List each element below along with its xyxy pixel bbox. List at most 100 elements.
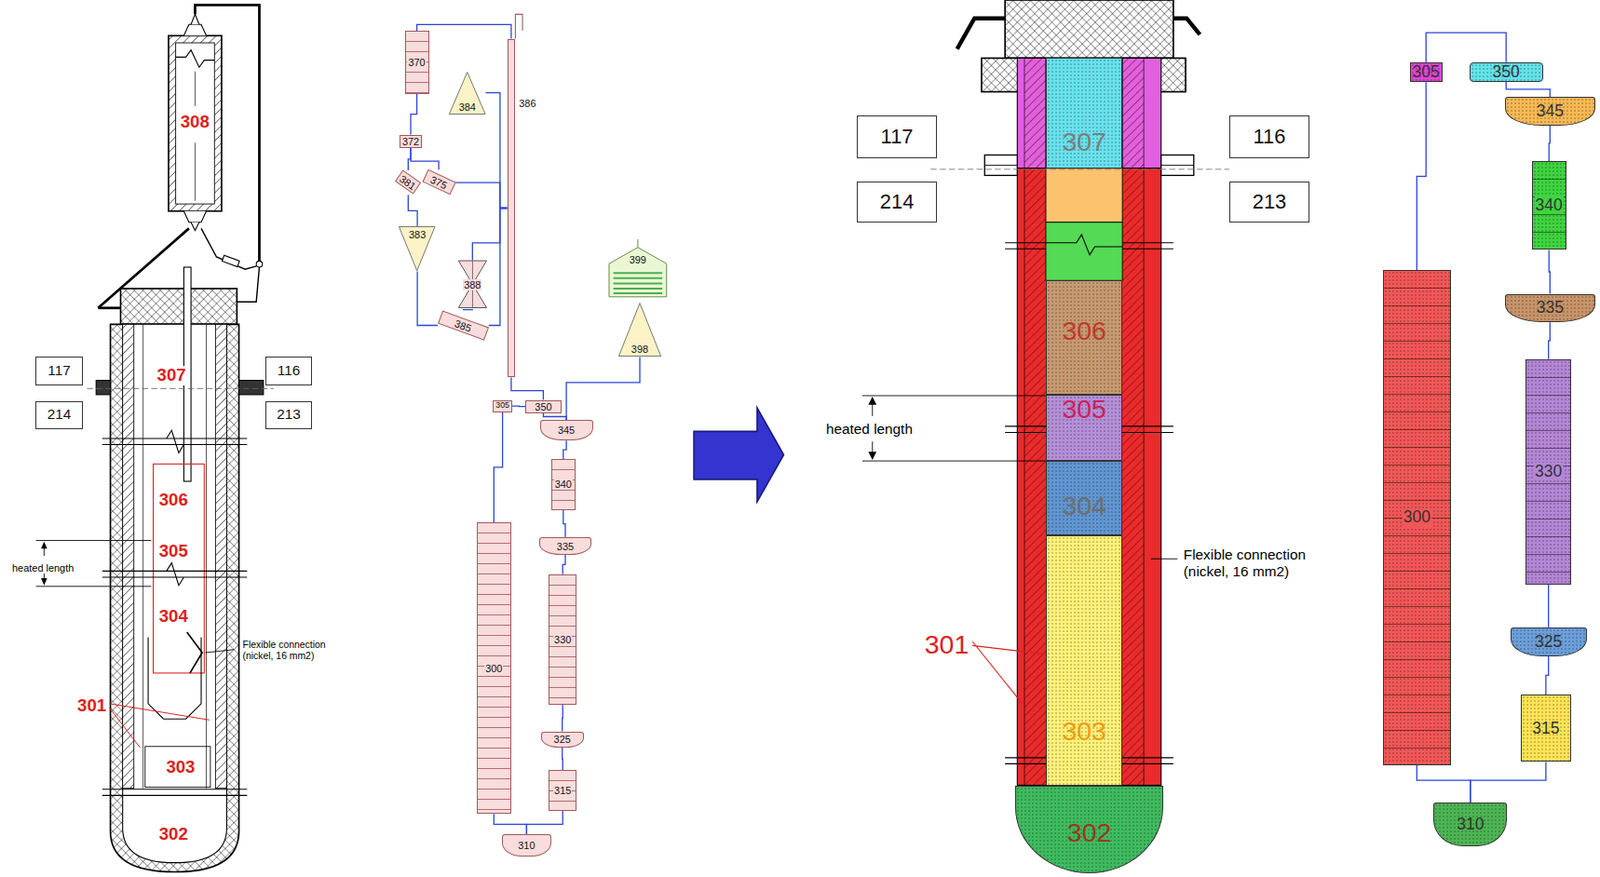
drawing-part [1122, 57, 1144, 168]
flow-connector [1425, 32, 1506, 63]
shape-outline [607, 239, 669, 298]
junction-box: 213 [265, 401, 312, 431]
flow-connector [417, 24, 512, 39]
drawing-part [205, 324, 207, 788]
flow-connector [561, 747, 564, 771]
transition-arrow [693, 407, 784, 502]
pipe-component: 315 [548, 770, 577, 812]
boundary-volume: 383 [398, 226, 435, 272]
component-number: 117 [47, 363, 70, 380]
flow-connector [566, 357, 640, 421]
component-number: 214 [880, 190, 915, 214]
component-number: 384 [459, 101, 476, 113]
tank-component: 399 [607, 239, 669, 298]
drawing-part [86, 388, 273, 390]
drawing-part [187, 632, 203, 674]
flow-connector [512, 405, 526, 407]
component-number: 300 [484, 663, 503, 675]
drawing-part [1024, 57, 1046, 168]
valve-component: 388 [457, 259, 489, 310]
shape-outline [637, 239, 638, 248]
drawing-part [122, 324, 135, 788]
flow-connector [1416, 765, 1471, 804]
drawing-part [102, 789, 248, 797]
flow-connector [410, 148, 439, 170]
branch-component: 325 [541, 732, 584, 749]
component-number: 398 [631, 343, 649, 355]
component-number: 325 [1534, 633, 1562, 651]
drawing-part [40, 578, 48, 586]
junction-box: 213 [1229, 181, 1309, 223]
label-holder: heated length [824, 420, 915, 438]
drawing-part [957, 18, 1005, 50]
component-number: 307 [1061, 127, 1107, 157]
drawing-part [1016, 168, 1161, 787]
flow-connector [561, 705, 564, 733]
component-number: 386 [518, 97, 536, 109]
shape-outline [612, 288, 663, 291]
shape-outline [609, 247, 667, 298]
component-number: 116 [277, 363, 300, 380]
component-number: 213 [1252, 190, 1288, 214]
branch-component: 345 [540, 420, 594, 441]
component-number: 305 [495, 401, 510, 411]
flow-connector [486, 93, 508, 209]
drawing-part [984, 164, 1017, 166]
drawing-part [1045, 168, 1123, 223]
branch-component: 372 [399, 135, 422, 149]
label-holder: 301 [922, 630, 972, 660]
label-holder: 307 [155, 366, 189, 385]
flow-connector [493, 813, 527, 835]
component-number: 325 [554, 733, 571, 746]
drawing-part [930, 168, 1230, 170]
component-number: 381 [397, 173, 419, 192]
component-number: 335 [1536, 298, 1564, 317]
shape-outline [618, 303, 661, 357]
component-number: 304 [1061, 491, 1107, 521]
drawing-part [183, 211, 206, 223]
label-holder: 303 [163, 758, 197, 777]
flow-connector [493, 412, 502, 523]
component-number: 302 [1067, 818, 1112, 848]
junction-component: 305 [492, 400, 513, 413]
drawing-part [201, 228, 257, 270]
drawing-part [153, 463, 205, 674]
component-number: 214 [47, 406, 72, 423]
boundary-volume: 398 [618, 302, 662, 357]
callout-number: 305 [157, 542, 190, 561]
flow-connector [488, 208, 508, 326]
drawing-part [236, 267, 259, 302]
pipe-component: 300 [476, 522, 512, 814]
drawing-part [168, 35, 222, 211]
component-number: 315 [553, 785, 572, 797]
shape-outline [448, 71, 486, 114]
drawing-part [1004, 243, 1174, 250]
drawing-part [148, 637, 202, 720]
shape-outline [612, 283, 663, 285]
label-holder: Flexible connection (nickel, 16 mm2) [241, 639, 344, 664]
drawing-part [194, 4, 259, 261]
component-number: 315 [1532, 719, 1560, 738]
drawing-part [1161, 154, 1194, 176]
flow-connector [563, 440, 567, 460]
drawing-part [190, 13, 200, 25]
section-zone: 304 [1045, 461, 1123, 536]
component-number: 375 [428, 174, 449, 192]
junction-box: 116 [265, 356, 312, 386]
flow-connector [417, 271, 438, 326]
pipe-component: 330 [548, 574, 577, 706]
component-number: 335 [556, 541, 574, 553]
component-number: 399 [629, 254, 647, 266]
callout-number: 303 [163, 758, 197, 777]
drawing-part [102, 563, 248, 586]
drawing-part [1045, 222, 1123, 281]
drawing-part [1045, 234, 1123, 256]
branch-component: 335 [539, 537, 593, 556]
pipe-component: 375 [421, 169, 456, 196]
pipe-component: 330 [1525, 359, 1572, 585]
drawing-part [215, 324, 227, 788]
drawing-part [108, 704, 209, 748]
drawing-part [176, 42, 216, 204]
